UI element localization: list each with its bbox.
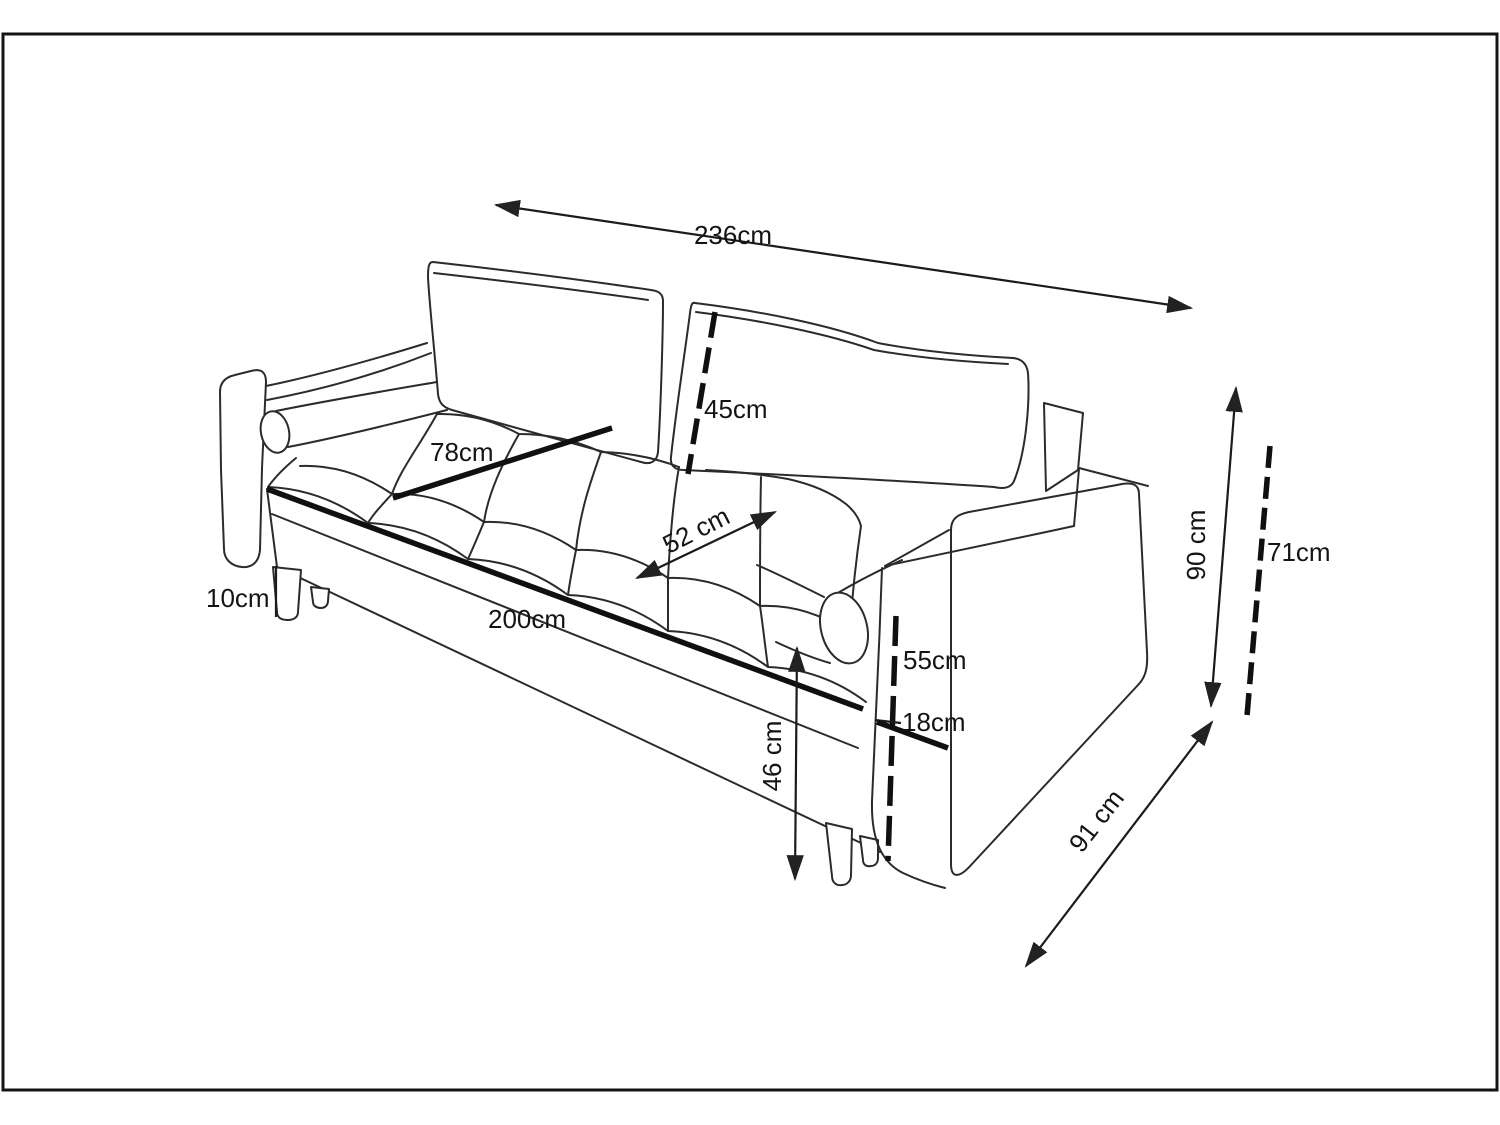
dim-bed-length: 200cm	[266, 486, 864, 712]
dim-back-cushion-height: 45cm	[685, 311, 768, 475]
dim-seat-height-label: 46 cm	[757, 721, 787, 792]
sofa-base	[266, 488, 881, 853]
dim-armrest-width: 18cm	[874, 707, 966, 751]
dim-total-width-label: 236cm	[694, 220, 772, 250]
left-arm	[219, 342, 432, 569]
dim-backrest-height-label: 71cm	[1267, 537, 1331, 567]
dim-leg-height-label: 10cm	[206, 583, 270, 613]
dim-total-height: 90 cm	[1181, 385, 1243, 709]
dim-total-width: 236cm	[493, 199, 1194, 314]
dim-armrest-width-label: 18cm	[902, 707, 966, 737]
dim-leg-height: 10cm	[206, 566, 278, 617]
dim-armrest-height-label: 55cm	[903, 645, 967, 675]
dim-seat-depth-label: 78cm	[430, 437, 494, 467]
right-arm	[870, 468, 1149, 889]
sofa-drawing	[219, 261, 1149, 889]
dim-backrest-height: 71cm	[1244, 445, 1331, 717]
dim-bed-length-label: 200cm	[488, 604, 566, 634]
left-bolster-cushion	[259, 381, 448, 454]
dim-seat-depth: 78cm	[392, 425, 613, 501]
dim-armrest-height: 55cm	[885, 615, 967, 862]
dim-seat-height: 46 cm	[757, 645, 806, 882]
sofa-legs	[272, 566, 879, 887]
back-cushion-right	[669, 301, 1030, 489]
dim-total-height-label: 90 cm	[1181, 510, 1211, 581]
dim-back-cushion-height-label: 45cm	[704, 394, 768, 424]
